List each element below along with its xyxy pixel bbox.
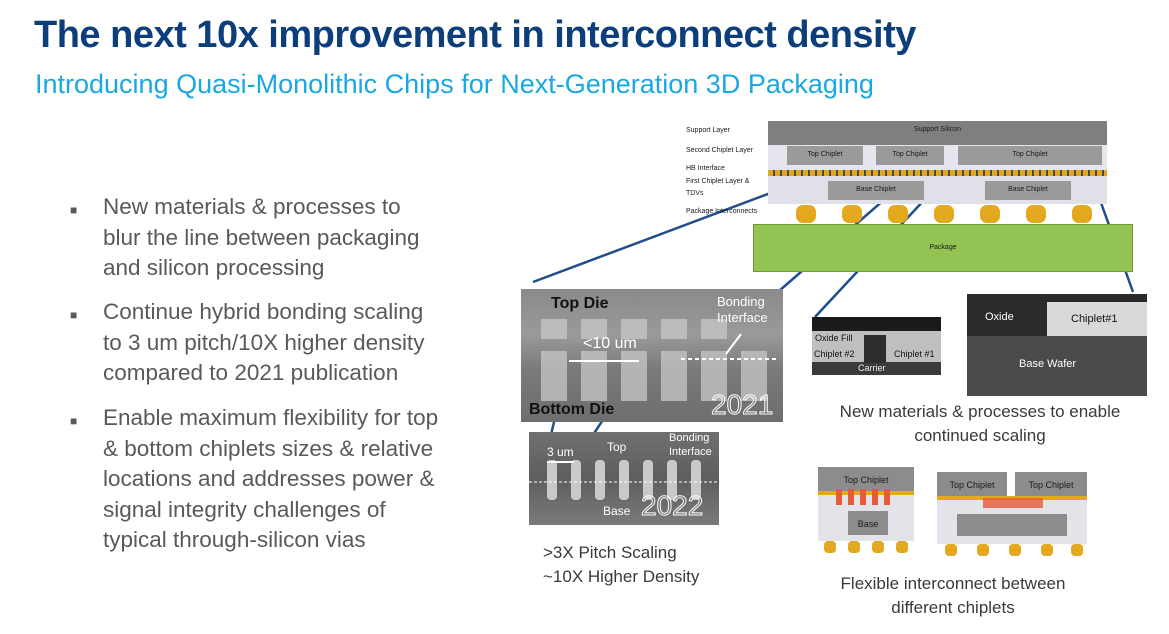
pitch-caption: >3X Pitch Scaling ~10X Higher Density	[543, 541, 699, 589]
hb-interface-layer	[768, 170, 1107, 176]
interface-label: Interface	[717, 310, 768, 325]
top-chiplet-label: Top Chiplet	[892, 151, 928, 158]
chiplet1-label: Chiplet #1	[894, 349, 935, 359]
caption-line: Flexible interconnect between	[840, 574, 1066, 593]
top-die-label: Top Die	[551, 295, 609, 312]
bullet-line: compared to 2021 publication	[103, 360, 399, 385]
bullet-line: New materials & processes to	[103, 194, 401, 219]
package-block	[753, 224, 1133, 272]
bullet-item: ■ Continue hybrid bonding scaling to 3 u…	[70, 297, 470, 389]
flex-caption: Flexible interconnect between different …	[790, 572, 1116, 620]
caption-line: ~10X Higher Density	[543, 567, 700, 586]
bullet-item: ■ New materials & processes to blur the …	[70, 192, 470, 284]
base-label: Base	[603, 504, 631, 518]
top-chiplet-label: Top Chiplet	[1012, 151, 1048, 158]
carrier-label: Carrier	[858, 363, 886, 373]
bullet-item: ■ Enable maximum flexibility for top & b…	[70, 403, 470, 558]
sem-image-2021: Top Die Bottom Die <10 um Bonding Interf…	[521, 289, 783, 422]
chiplet1-label: Chiplet#1	[1071, 313, 1118, 325]
bullet-line: typical through-silicon vias	[103, 527, 366, 552]
bottom-die-label: Bottom Die	[529, 401, 615, 418]
package-bumps	[768, 204, 1107, 224]
caption-line: continued scaling	[914, 426, 1046, 445]
top-chiplet-label: Top Chiplet	[807, 151, 843, 158]
square-bullet-icon: ■	[70, 414, 78, 428]
pitch-label: 3 um	[547, 445, 574, 459]
layer-label: Package Interconnects	[686, 208, 758, 215]
base-chiplet-label: Base Chiplet	[1008, 186, 1048, 193]
base-chiplet-block	[828, 181, 924, 200]
carrier-sem-image: Oxide Fill Chiplet #2 Chiplet #1 Carrier	[812, 317, 941, 375]
layer-label: First Chiplet Layer &	[686, 178, 750, 185]
caption-line: different chiplets	[891, 598, 1015, 617]
caption-line: >3X Pitch Scaling	[543, 543, 677, 562]
base-chiplet-block	[985, 181, 1071, 200]
caption-line: New materials & processes to enable	[839, 402, 1121, 421]
top-chiplet-label: Top Chiplet	[843, 475, 889, 485]
layer-label: Support Layer	[686, 127, 730, 134]
year-label: 2022	[640, 490, 704, 522]
top-label: Top	[607, 440, 627, 454]
wafer-sem-image: Oxide Chiplet#1 Base Wafer	[967, 294, 1147, 396]
layer-label: Second Chiplet Layer	[686, 147, 753, 154]
chiplet2-label: Chiplet #2	[814, 349, 855, 359]
interface-label: Interface	[669, 446, 712, 458]
top-chiplet-block	[958, 146, 1102, 165]
bullet-line: and silicon processing	[103, 255, 325, 280]
bullet-line: Continue hybrid bonding scaling	[103, 299, 424, 324]
bonding-label: Bonding	[669, 432, 710, 444]
bonding-label: Bonding	[717, 294, 765, 309]
bullet-line: locations and addresses power &	[103, 466, 435, 491]
base-chiplet-label: Base Chiplet	[856, 186, 896, 193]
base-label: Base	[857, 519, 879, 529]
top-chiplet-label: Top Chiplet	[949, 480, 995, 490]
oxide-label: Oxide	[985, 311, 1014, 323]
square-bullet-icon: ■	[70, 308, 78, 322]
bullet-line: to 3 um pitch/10X higher density	[103, 329, 425, 355]
bullet-line: signal integrity challenges of	[103, 496, 386, 522]
page-subtitle: Introducing Quasi-Monolithic Chips for N…	[35, 69, 874, 99]
top-chiplet-label: Top Chiplet	[1028, 480, 1074, 490]
oxide-fill-label: Oxide Fill	[815, 333, 853, 343]
package-label: Package	[929, 244, 957, 251]
bullet-line: & bottom chiplets sizes & relative	[103, 435, 434, 461]
layer-label: HB Interface	[686, 165, 725, 172]
base-wafer-label: Base Wafer	[1019, 358, 1077, 370]
top-chiplet-block	[787, 146, 863, 165]
top-chiplet-block	[876, 146, 944, 165]
page-title: The next 10x improvement in interconnect…	[34, 14, 916, 56]
square-bullet-icon: ■	[70, 203, 78, 217]
flex-diagram-dual: Top Chiplet Top Chiplet	[937, 472, 1087, 560]
sem-image-2022: 3 um Top Bonding Interface Base 2022	[529, 432, 719, 525]
support-silicon-label: Support Silicon	[913, 126, 962, 133]
year-label: 2021	[710, 389, 774, 421]
pitch-label: <10 um	[583, 335, 637, 352]
layer-label: TDVs	[686, 190, 704, 197]
support-silicon-block	[768, 121, 1107, 145]
flex-diagram-single: Top Chiplet Base	[818, 467, 914, 557]
bullet-line: blur the line between packaging	[103, 224, 420, 250]
bullet-line: Enable maximum flexibility for top	[103, 405, 439, 430]
materials-caption: New materials & processes to enable cont…	[810, 400, 1150, 448]
